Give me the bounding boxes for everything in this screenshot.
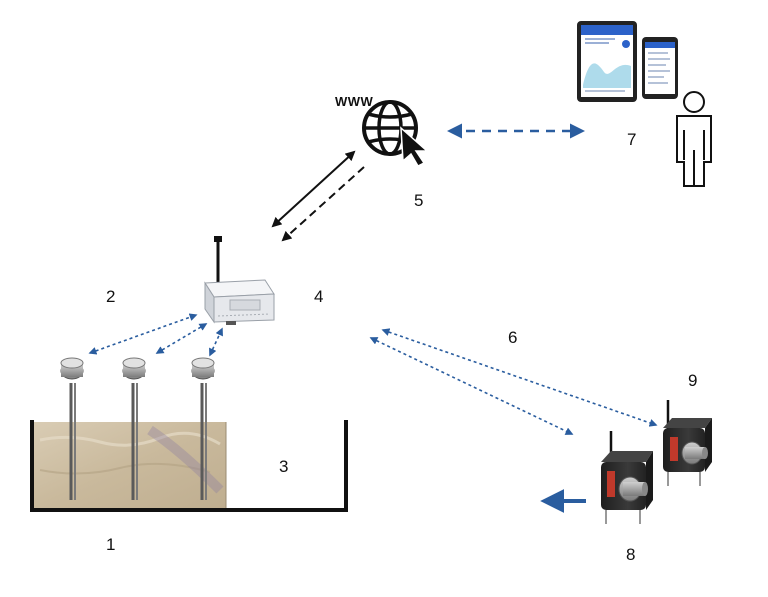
link-sensor2-gateway bbox=[155, 323, 208, 354]
soil-sensor-3 bbox=[191, 357, 215, 500]
label-9: 9 bbox=[688, 371, 698, 390]
soil-sensor-1 bbox=[60, 357, 84, 500]
gateway-router-icon bbox=[204, 236, 275, 325]
dosing-pump-icon bbox=[601, 431, 653, 524]
uplink-arrow bbox=[271, 150, 356, 228]
globe-cursor-icon bbox=[362, 100, 429, 167]
link-sensor3-gateway bbox=[209, 327, 223, 357]
person-outline-icon bbox=[676, 91, 712, 187]
www-label: WWW bbox=[335, 94, 374, 109]
label-2: 2 bbox=[106, 287, 116, 306]
soil-container bbox=[30, 420, 348, 512]
link-gateway-pump9 bbox=[381, 328, 658, 427]
downlink-arrow bbox=[281, 166, 365, 242]
link-sensor1-gateway bbox=[88, 313, 198, 355]
label-7: 7 bbox=[627, 130, 637, 149]
tablet-icon bbox=[577, 21, 637, 102]
label-6: 6 bbox=[508, 328, 518, 347]
label-1: 1 bbox=[106, 535, 116, 554]
dosing-pump-icon bbox=[663, 400, 712, 486]
label-5: 5 bbox=[414, 191, 424, 210]
phone-icon bbox=[642, 37, 678, 99]
soil-sensor-2 bbox=[122, 357, 146, 500]
label-3: 3 bbox=[279, 457, 289, 476]
label-4: 4 bbox=[314, 287, 324, 306]
label-8: 8 bbox=[626, 545, 636, 564]
